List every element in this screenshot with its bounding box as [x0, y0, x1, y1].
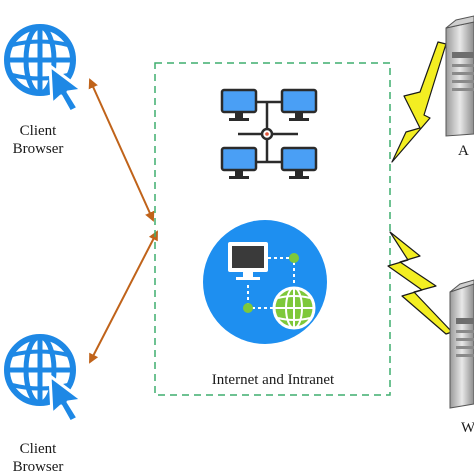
- client-bottom-globe-icon: [4, 334, 84, 424]
- computer-network-icon: [220, 88, 318, 179]
- arrow-client-top-to-network: [88, 78, 155, 222]
- network-label: Internet and Intranet: [211, 372, 335, 388]
- client-top-label-line1: Client: [19, 123, 57, 139]
- network-container: [154, 62, 391, 396]
- server-top-label: A: [458, 143, 469, 159]
- lightning-bottom-icon: [387, 231, 453, 335]
- server-top-icon: [445, 15, 474, 137]
- lightning-top-icon: [391, 41, 447, 163]
- computer-globe-icon: [203, 220, 327, 344]
- client-bottom-label: Client Browser: [0, 440, 76, 476]
- client-top-label-line2: Browser: [12, 141, 64, 157]
- client-top-label: Client Browser: [0, 122, 76, 158]
- client-bottom-label-line1: Client: [19, 441, 57, 457]
- arrow-client-bottom-to-network: [89, 230, 158, 364]
- client-bottom-label-line2: Browser: [12, 459, 64, 475]
- client-top-globe-icon: [4, 24, 84, 114]
- server-bottom-icon: [449, 279, 474, 409]
- server-bottom-label: W: [461, 420, 474, 436]
